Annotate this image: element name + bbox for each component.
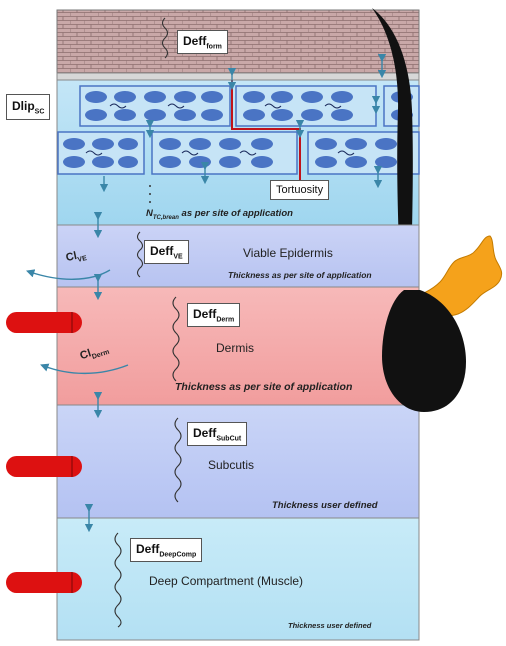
dermis-title: Dermis (216, 341, 254, 355)
deep-compartment-title: Deep Compartment (Muscle) (149, 574, 303, 588)
subcutis-title: Subcutis (208, 458, 254, 472)
viable-epidermis-title: Viable Epidermis (243, 246, 333, 260)
tortuosity-label: Tortuosity (270, 180, 329, 200)
subcut-thickness-note: Thickness user defined (272, 500, 378, 511)
deff-derm-label: DeffDerm (187, 303, 240, 327)
formulation-base-line (57, 73, 419, 80)
n-tc-label: NTC,brean as per site of application (146, 208, 293, 221)
blood-vessel-dermis (6, 312, 82, 333)
deff-subcut-label: DeffSubCut (187, 422, 247, 446)
deff-ve-label: DeffVE (144, 240, 189, 264)
ve-thickness-note: Thickness as per site of application (228, 270, 372, 280)
derm-thickness-note: Thickness as per site of application (175, 381, 352, 393)
formulation-layer (57, 10, 419, 73)
deff-form-label: Deffform (177, 30, 228, 54)
deep-thickness-note: Thickness user defined (288, 621, 371, 630)
corneocyte-row-2 (58, 132, 419, 174)
dlip-sc-label: DlipSC (6, 94, 50, 120)
deff-deepcomp-label: DeffDeepComp (130, 538, 202, 562)
blood-vessel-deep (6, 572, 82, 593)
blood-vessel-subcutis (6, 456, 82, 477)
